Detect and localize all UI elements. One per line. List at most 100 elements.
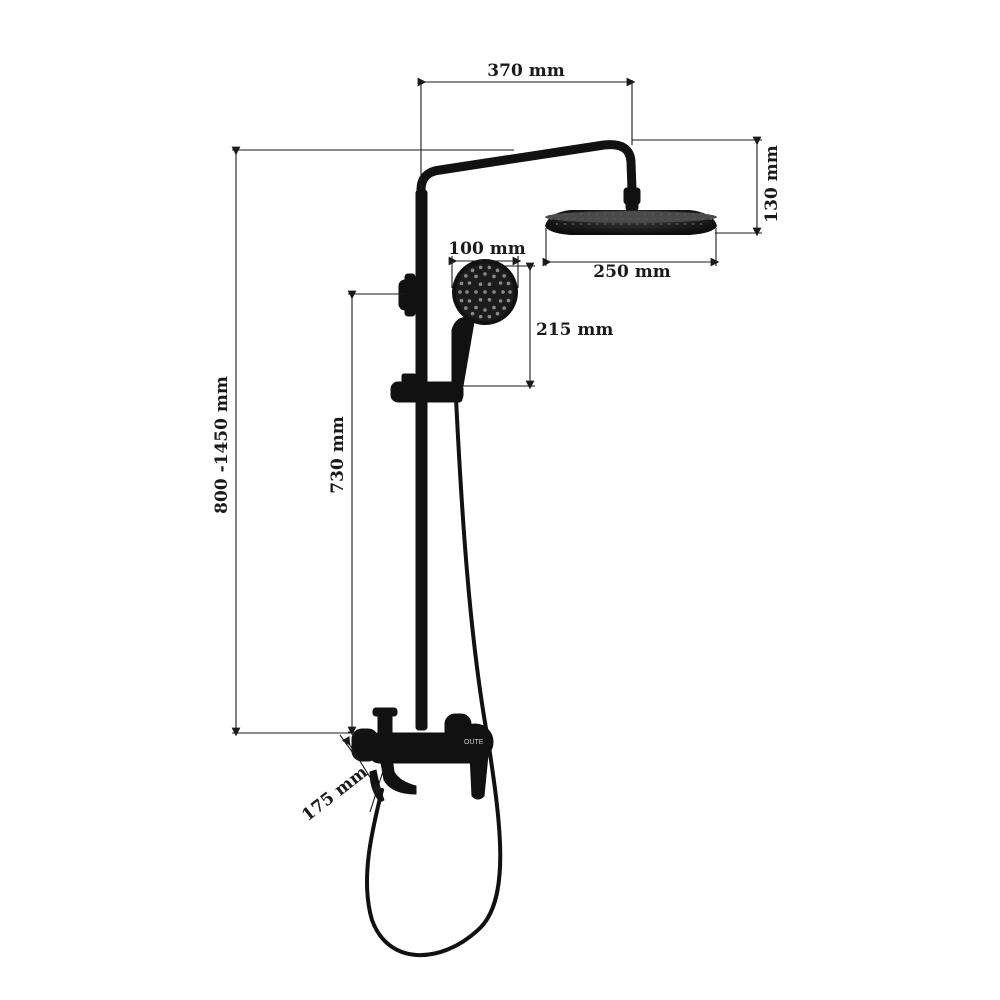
hand-nozzle [502,306,506,310]
head-nozzle [653,217,657,221]
head-nozzle [627,212,631,216]
head-nozzle [701,217,705,221]
head-swivel [625,201,639,211]
hand-nozzle [495,311,500,316]
head-nozzle [597,217,601,221]
head-nozzle [635,222,639,226]
hand-nozzle [498,281,503,285]
head-nozzle [603,212,607,216]
hand-nozzle [474,305,478,310]
hand-nozzle [464,306,468,310]
hand-shower-head [452,259,518,325]
head-nozzle [579,222,583,226]
head-nozzle [709,217,713,221]
hand-nozzle [474,290,478,294]
head-nozzle [685,217,689,221]
head-nozzle [565,217,569,221]
dimension-total-height: 800 -1450 mm [212,146,514,737]
hand-nozzle [470,311,475,316]
head-nozzle [667,212,671,216]
hand-nozzle [478,314,483,319]
head-nozzle [645,217,649,221]
hand-nozzle [459,281,464,286]
head-nozzle [635,212,639,216]
dimension-label-hand-head-width: 100 mm [448,239,525,259]
dimension-hand-head-width: 100 mm [448,239,526,288]
hand-nozzle [467,281,472,285]
head-nozzle [611,222,615,226]
brand-logo: OUTE [464,739,484,746]
head-nozzle [683,212,687,216]
head-nozzle [651,212,655,216]
hand-nozzle [506,298,511,303]
dimension-label-spout-length: 175 mm [298,762,371,825]
hand-nozzle [487,282,492,287]
hand-nozzle [483,272,487,276]
head-nozzle [595,212,599,216]
head-nozzle [549,217,553,221]
head-nozzle [581,217,585,221]
hand-nozzle [487,314,492,319]
head-nozzle [571,212,575,216]
head-nozzle [589,217,593,221]
head-nozzle [563,222,567,226]
hand-shower-handle [451,317,475,389]
head-nozzle [675,212,679,216]
dimension-label-rail-height: 730 mm [328,416,348,493]
hand-nozzle [483,308,487,312]
dimension-label-total-height: 800 -1450 mm [212,376,232,514]
hand-nozzle [492,305,496,310]
hand-nozzle [492,290,496,294]
head-nozzle [619,222,623,226]
head-nozzle [619,212,623,216]
hand-nozzle [467,299,472,303]
head-nozzle [661,217,665,221]
dimension-label-hand-head-height: 215 mm [536,320,613,340]
dimension-arm-width: 370 mm [417,61,636,190]
hand-nozzle [478,297,483,302]
hand-nozzle [502,274,506,278]
hand-nozzle [464,274,468,278]
head-nozzle [621,217,625,221]
hand-nozzle [506,281,511,286]
hand-nozzle [459,298,464,303]
dimension-label-arm-width: 370 mm [487,61,564,81]
hand-nozzle [501,290,505,294]
head-nozzle [683,222,687,226]
shower-hose [365,396,503,958]
hand-nozzle [474,274,478,279]
head-nozzle [573,217,577,221]
dimension-head-height: 130 mm [632,136,782,237]
riser-pipe [415,189,428,731]
hand-nozzle [498,299,503,303]
head-nozzle [605,217,609,221]
head-nozzle [627,222,631,226]
head-nozzle [669,217,673,221]
head-nozzle [587,212,591,216]
head-nozzle [667,222,671,226]
head-nozzle [659,212,663,216]
head-nozzle [637,217,641,221]
rain-shower-head [545,210,717,235]
head-nozzle [555,212,559,216]
dimension-label-head-diameter: 250 mm [593,262,670,282]
head-nozzle [557,217,561,221]
shower-column: OUTE [351,140,717,958]
hand-nozzle [465,290,469,294]
head-nozzle [691,212,695,216]
head-nozzle [659,222,663,226]
head-nozzle [571,222,575,226]
head-nozzle [555,222,559,226]
head-nozzle [699,222,703,226]
dimension-hand-head-height: 215 mm [462,262,613,390]
hand-nozzle [492,274,496,279]
head-nozzle [579,212,583,216]
head-nozzle [693,217,697,221]
hand-nozzle [470,268,475,273]
hand-nozzle [478,265,483,270]
head-nozzle [691,222,695,226]
head-nozzle [651,222,655,226]
head-nozzle [613,217,617,221]
hand-nozzle [495,268,500,273]
